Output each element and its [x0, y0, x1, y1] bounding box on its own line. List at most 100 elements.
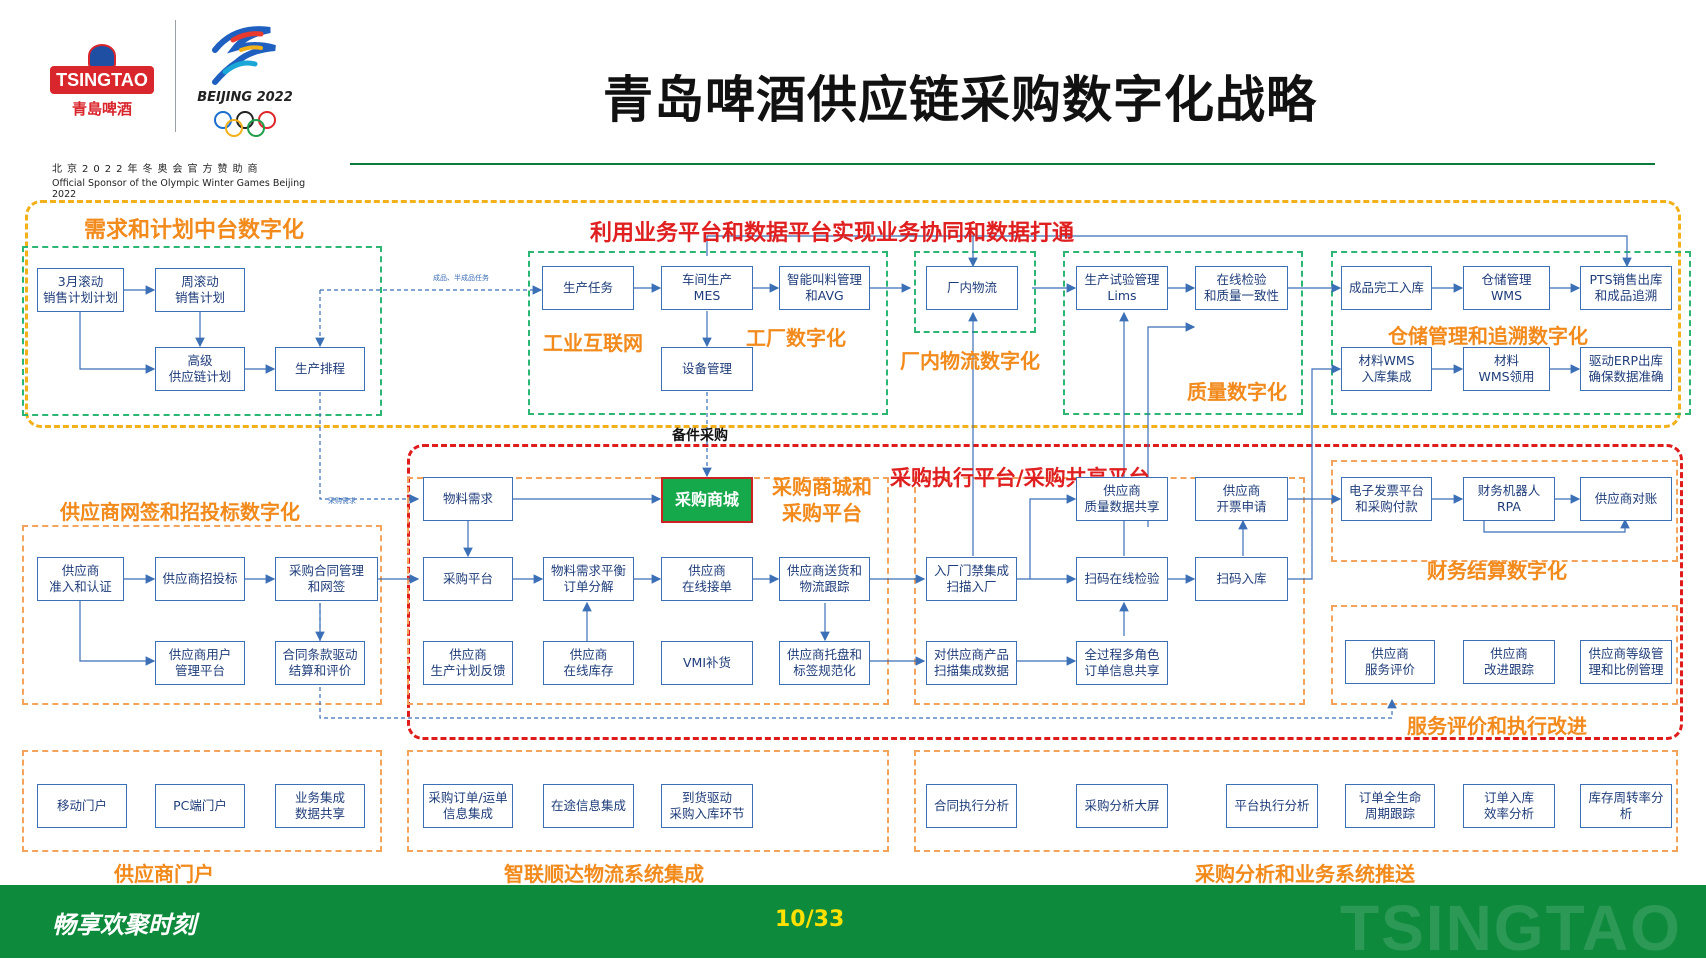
box-supplier-inventory[interactable]: 供应商 在线库存 [543, 641, 634, 685]
box-supplier-bidding[interactable]: 供应商招投标 [155, 557, 245, 601]
logo-divider [175, 20, 176, 132]
beijing-emblem-icon [212, 26, 276, 85]
title-underline [350, 163, 1655, 165]
box-equipment[interactable]: 设备管理 [661, 347, 753, 391]
footer-slogan: 畅享欢聚时刻 [52, 911, 196, 939]
box-order-info-share[interactable]: 全过程多角色 订单信息共享 [1076, 641, 1168, 685]
box-procurement-mall[interactable]: 采购商城 [661, 477, 753, 523]
logistics-group [407, 750, 889, 852]
box-e-invoice[interactable]: 电子发票平台 和采购付款 [1341, 477, 1432, 521]
finance-group [1331, 460, 1678, 562]
box-transit-info[interactable]: 在途信息集成 [543, 784, 634, 828]
box-gate-access[interactable]: 入厂门禁集成 扫描入厂 [926, 557, 1017, 601]
label-mall-platform: 采购商城和 采购平台 [772, 475, 872, 525]
label-analysis: 采购分析和业务系统推送 [1195, 862, 1415, 886]
label-demand: 需求和计划中台数字化 [84, 218, 305, 243]
box-order-lifecycle[interactable]: 订单全生命 周期跟踪 [1345, 784, 1435, 828]
label-logistics: 智联顺达物流系统集成 [504, 862, 704, 886]
box-scan-inbound[interactable]: 扫码入库 [1195, 557, 1288, 601]
box-turnover-analysis[interactable]: 库存周转率分 析 [1580, 784, 1672, 828]
service-group [1331, 605, 1678, 705]
box-finished-goods[interactable]: 成品完工入库 [1341, 266, 1432, 310]
quality-group [1063, 251, 1303, 415]
supplier-sign-group [22, 525, 382, 705]
tiny-req: 采购需求 [328, 497, 356, 505]
box-online-inspection[interactable]: 在线检验 和质量一致性 [1195, 266, 1288, 310]
box-production-schedule[interactable]: 生产排程 [275, 347, 365, 391]
box-inplant-logistics[interactable]: 厂内物流 [926, 266, 1018, 310]
box-platform-analysis[interactable]: 平台执行分析 [1226, 784, 1318, 828]
olympic-rings-icon [214, 111, 276, 137]
mall-group [407, 477, 889, 705]
label-quality: 质量数字化 [1187, 380, 1287, 404]
box-agv[interactable]: 智能叫料管理 和AVG [779, 266, 870, 310]
box-analysis-screen[interactable]: 采购分析大屏 [1076, 784, 1168, 828]
warehouse-group [1331, 251, 1691, 415]
label-service: 服务评价和执行改进 [1407, 714, 1587, 738]
box-arrival-inbound[interactable]: 到货驱动 采购入库环节 [661, 784, 753, 828]
box-rpa[interactable]: 财务机器人 RPA [1463, 477, 1555, 521]
box-contract-mgmt[interactable]: 采购合同管理 和网签 [275, 557, 378, 601]
box-supplier-scan-data[interactable]: 对供应商产品 扫描集成数据 [926, 641, 1017, 685]
box-pallet-label[interactable]: 供应商托盘和 标签规范化 [779, 641, 870, 685]
box-contract-analysis[interactable]: 合同执行分析 [926, 784, 1017, 828]
label-portal: 供应商门户 [114, 862, 214, 886]
tsingtao-logo-text: TSINGTAO [50, 66, 154, 94]
box-pts[interactable]: PTS销售出库 和成品追溯 [1580, 266, 1672, 310]
box-supplier-quality-share[interactable]: 供应商 质量数据共享 [1076, 477, 1168, 521]
label-factory: 工厂数字化 [746, 326, 846, 350]
box-data-share[interactable]: 业务集成 数据共享 [275, 784, 365, 828]
box-improvement-track[interactable]: 供应商 改进跟踪 [1463, 640, 1555, 684]
label-iiot: 工业互联网 [543, 331, 643, 355]
box-mes[interactable]: 车间生产 MES [661, 266, 753, 310]
box-demand-balance[interactable]: 物料需求平衡 订单分解 [543, 557, 634, 601]
label-platform: 利用业务平台和数据平台实现业务协同和数据打通 [590, 221, 1075, 246]
box-inbound-efficiency[interactable]: 订单入库 效率分析 [1463, 784, 1555, 828]
label-warehouse: 仓储管理和追溯数字化 [1388, 324, 1588, 348]
inplant-group [914, 251, 1036, 333]
sponsor-en: Official Sponsor of the Olympic Winter G… [52, 178, 306, 200]
box-reconciliation[interactable]: 供应商对账 [1580, 477, 1672, 521]
box-contract-settlement[interactable]: 合同条款驱动 结算和评价 [275, 641, 365, 685]
box-scan-inspection[interactable]: 扫码在线检验 [1076, 557, 1168, 601]
page-title: 青岛啤酒供应链采购数字化战略 [603, 71, 1317, 129]
beijing-2022-text: BEIJING 2022 [197, 90, 293, 105]
box-supplier-plan-feedback[interactable]: 供应商 生产计划反馈 [423, 641, 513, 685]
box-supplier-delivery[interactable]: 供应商送货和 物流跟踪 [779, 557, 870, 601]
box-advanced-plan[interactable]: 高级 供应链计划 [155, 347, 245, 391]
box-supplier-user-mgmt[interactable]: 供应商用户 管理平台 [155, 641, 245, 685]
box-service-eval[interactable]: 供应商 服务评价 [1345, 640, 1435, 684]
analysis-group [914, 750, 1678, 852]
footer-watermark: TSINGTAO [1340, 892, 1682, 964]
box-supplier-accept[interactable]: 供应商 在线接单 [661, 557, 753, 601]
factory-group [528, 251, 888, 415]
box-mobile-portal[interactable]: 移动门户 [37, 784, 127, 828]
box-pc-portal[interactable]: PC端门户 [155, 784, 245, 828]
box-weekly-plan[interactable]: 周滚动 销售计划 [155, 268, 245, 312]
box-production-task[interactable]: 生产任务 [542, 266, 634, 310]
page-number: 10/33 [775, 907, 845, 932]
box-grade-mgmt[interactable]: 供应商等级管 理和比例管理 [1580, 640, 1672, 684]
box-material-demand[interactable]: 物料需求 [423, 477, 513, 521]
beijing-2022-logo: BEIJING 2022 [195, 20, 295, 138]
tiny-semi: 成品、半成品任务 [433, 274, 489, 282]
box-order-waybill[interactable]: 采购订单/运单 信息集成 [423, 784, 513, 828]
box-material-issue[interactable]: 材料 WMS领用 [1463, 347, 1550, 391]
box-wms[interactable]: 仓储管理 WMS [1463, 266, 1550, 310]
box-procurement-platform[interactable]: 采购平台 [423, 557, 513, 601]
demand-plan-region [25, 200, 1681, 428]
box-lims[interactable]: 生产试验管理 Lims [1076, 266, 1168, 310]
box-material-wms[interactable]: 材料WMS 入库集成 [1341, 347, 1432, 391]
label-supplier-sign: 供应商网签和招投标数字化 [60, 500, 300, 524]
box-invoice-request[interactable]: 供应商 开票申请 [1195, 477, 1288, 521]
label-spare: 备件采购 [672, 428, 728, 444]
box-supplier-admission[interactable]: 供应商 准入和认证 [37, 557, 124, 601]
box-vmi[interactable]: VMI补货 [661, 641, 753, 685]
box-3month-plan[interactable]: 3月滚动 销售计划计划 [37, 268, 124, 312]
footer-bar: 畅享欢聚时刻 10/33 TSINGTAO [0, 885, 1706, 964]
sponsor-cn: 北京2022年冬奥会官方赞助商 [52, 164, 263, 175]
demand-group [22, 246, 382, 416]
tsingtao-logo: TSINGTAO 青島啤酒 [50, 40, 156, 120]
label-inplant: 厂内物流数字化 [900, 349, 1040, 373]
box-erp-outbound[interactable]: 驱动ERP出库 确保数据准确 [1580, 347, 1672, 391]
